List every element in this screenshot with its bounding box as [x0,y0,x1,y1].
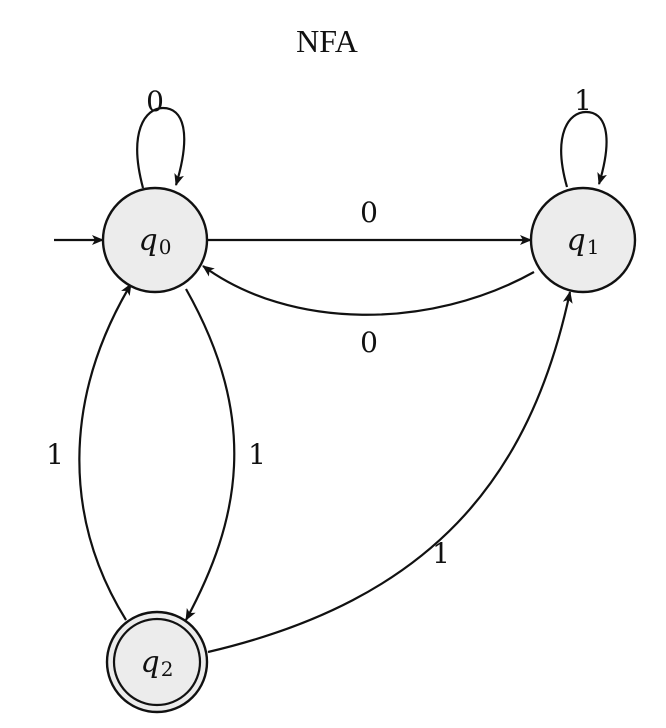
state-q2-label: q2 [141,645,174,681]
state-q0[interactable]: q0 [101,186,209,294]
state-q1-label: q1 [567,223,600,259]
edge-label-q2-q1: 1 [432,537,450,570]
edge-label-q0-q0: 0 [146,85,164,118]
state-q2-outer-circle [105,610,209,714]
diagram-title: NFA [296,23,358,59]
state-q2[interactable]: q2 [105,610,209,714]
edge-label-q0-q1: 0 [360,196,378,229]
edge-label-q2-q0: 1 [46,438,64,471]
state-q2-inner-circle [112,617,202,707]
edge-label-q1-q0: 0 [360,326,378,359]
state-q0-label: q0 [139,223,172,259]
state-q1-circle [529,186,637,294]
edge-q1-q0 [202,265,535,316]
edge-label-q0-q2: 1 [248,438,266,471]
edge-q0-q0 [136,106,186,189]
edge-q0-q2 [185,288,236,621]
state-q0-circle [101,186,209,294]
edge-q2-q1 [207,291,573,654]
edge-q1-q1 [560,110,608,188]
state-q1[interactable]: q1 [529,186,637,294]
edge-label-q1-q1: 1 [574,84,592,117]
edge-q2-q0 [78,283,132,621]
